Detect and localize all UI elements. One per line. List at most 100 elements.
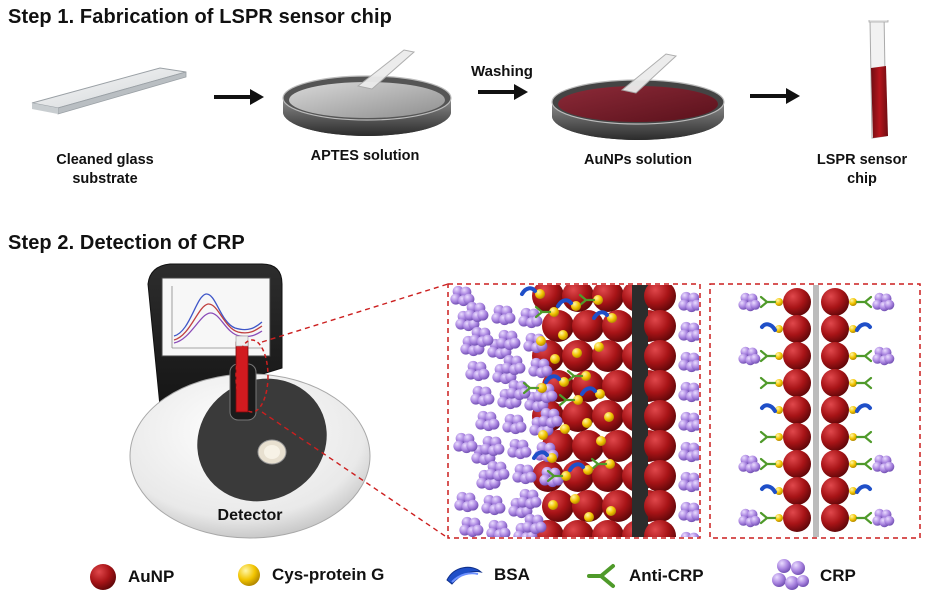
cys-protein-g-mark xyxy=(582,418,592,428)
crp-subunit xyxy=(482,334,494,346)
aunps-label: AuNPs solution xyxy=(584,152,692,168)
cys-protein-g-mark xyxy=(775,325,783,333)
crp-subunit xyxy=(472,524,484,536)
anti-crp-mark xyxy=(578,293,596,307)
aunp-particle xyxy=(644,370,676,402)
crp-subunit xyxy=(678,540,689,551)
cys-protein-g-mark xyxy=(849,433,857,441)
cys-protein-g-mark xyxy=(537,383,547,393)
crp-subunit xyxy=(691,329,699,341)
aunp-particle xyxy=(644,460,676,492)
arrow-3 xyxy=(750,88,800,104)
crp-subunit xyxy=(691,389,699,401)
aunp-particle xyxy=(821,288,849,316)
anti-crp-mark xyxy=(558,393,576,407)
bsa-mark xyxy=(855,484,872,494)
cys-protein-g-mark xyxy=(548,500,558,510)
cys-protein-g-mark xyxy=(607,313,617,323)
bsa-mark xyxy=(532,450,549,460)
aunp-particle xyxy=(783,477,811,505)
aunp-particle xyxy=(644,400,676,432)
aunp-particle xyxy=(644,430,676,462)
bsa-mark xyxy=(855,403,872,413)
bsa-mark xyxy=(760,322,777,332)
cys-protein-g-mark xyxy=(775,433,783,441)
crp-subunit xyxy=(531,315,543,327)
cys-protein-g-icon xyxy=(238,564,260,586)
crp-subunit xyxy=(686,541,697,552)
crp-subunit xyxy=(488,418,500,430)
crp-subunit xyxy=(551,415,563,427)
cys-protein-g-mark xyxy=(538,430,548,440)
step1-illustration xyxy=(31,20,889,140)
bsa-mark xyxy=(855,322,872,332)
cys-protein-g-mark xyxy=(849,406,857,414)
cys-protein-g-mark xyxy=(849,487,857,495)
crp-cluster-icon xyxy=(772,559,809,590)
step2-illustration xyxy=(129,263,921,552)
aunp-particle xyxy=(821,315,849,343)
aunp-particle xyxy=(783,504,811,532)
aunp-particle xyxy=(602,490,634,522)
glass-substrate xyxy=(31,67,187,115)
cys-protein-g-mark xyxy=(536,336,546,346)
legend-label: CRP xyxy=(820,566,856,585)
anti-crp-mark xyxy=(759,430,777,444)
cys-protein-g-mark xyxy=(775,487,783,495)
aunp-particle xyxy=(783,423,811,451)
crp-subunit xyxy=(463,293,475,305)
crp-subunit xyxy=(467,499,479,511)
aunp-particle xyxy=(644,340,676,372)
cys-protein-g-mark xyxy=(594,342,604,352)
cys-protein-g-mark xyxy=(595,389,605,399)
aunp-particle xyxy=(821,342,849,370)
bsa-icon xyxy=(446,566,483,585)
crp-subunit xyxy=(691,509,699,521)
aunp-particle xyxy=(783,369,811,397)
aptes-label: APTES solution xyxy=(310,148,420,164)
anti-crp-mark xyxy=(855,349,873,363)
anti-crp-mark xyxy=(855,430,873,444)
crp-subunit xyxy=(514,362,526,374)
cys-protein-g-mark xyxy=(605,459,615,469)
cys-protein-g-mark xyxy=(550,354,560,364)
cys-protein-g-mark xyxy=(775,406,783,414)
aunp-particle xyxy=(562,520,594,537)
aunp-particle xyxy=(821,450,849,478)
aunp-particle xyxy=(592,520,624,537)
aunp-particle xyxy=(572,490,604,522)
cys-protein-g-mark xyxy=(558,330,568,340)
bsa-mark xyxy=(760,484,777,494)
glass-slab xyxy=(813,285,819,537)
step1-title: Step 1. Fabrication of LSPR sensor chip xyxy=(8,6,392,28)
anti-crp-mark xyxy=(759,349,777,363)
crp-subunit xyxy=(466,440,478,452)
aunp-particle xyxy=(783,288,811,316)
crp-subunit xyxy=(535,521,547,533)
crp-subunit xyxy=(691,449,699,461)
zoom-panel-3d xyxy=(447,283,701,552)
anti-crp-mark xyxy=(534,305,552,319)
cys-protein-g-mark xyxy=(570,494,580,504)
crp-subunit xyxy=(525,471,537,483)
aunp-particle xyxy=(602,370,634,402)
crp-subunit xyxy=(520,446,532,458)
aunp-sphere-icon xyxy=(90,564,116,590)
crp-subunit xyxy=(750,515,761,526)
aunp-particle xyxy=(783,315,811,343)
crp-subunit xyxy=(884,299,895,310)
aunps-dish xyxy=(551,53,725,140)
arrow-1 xyxy=(214,89,264,105)
aunp-particle xyxy=(783,450,811,478)
cys-protein-g-mark xyxy=(596,436,606,446)
anti-crp-mark xyxy=(855,376,873,390)
crp-subunit xyxy=(750,353,761,364)
legend-bsa: BSA xyxy=(444,562,530,588)
bsa-mark xyxy=(520,286,537,296)
cys-protein-g-mark xyxy=(581,371,591,381)
anti-crp-mark xyxy=(590,457,608,471)
aunp-particle xyxy=(821,477,849,505)
legend-anti-crp: Anti-CRP xyxy=(585,562,704,590)
aunp-particle xyxy=(644,520,676,537)
bsa-mark xyxy=(760,403,777,413)
